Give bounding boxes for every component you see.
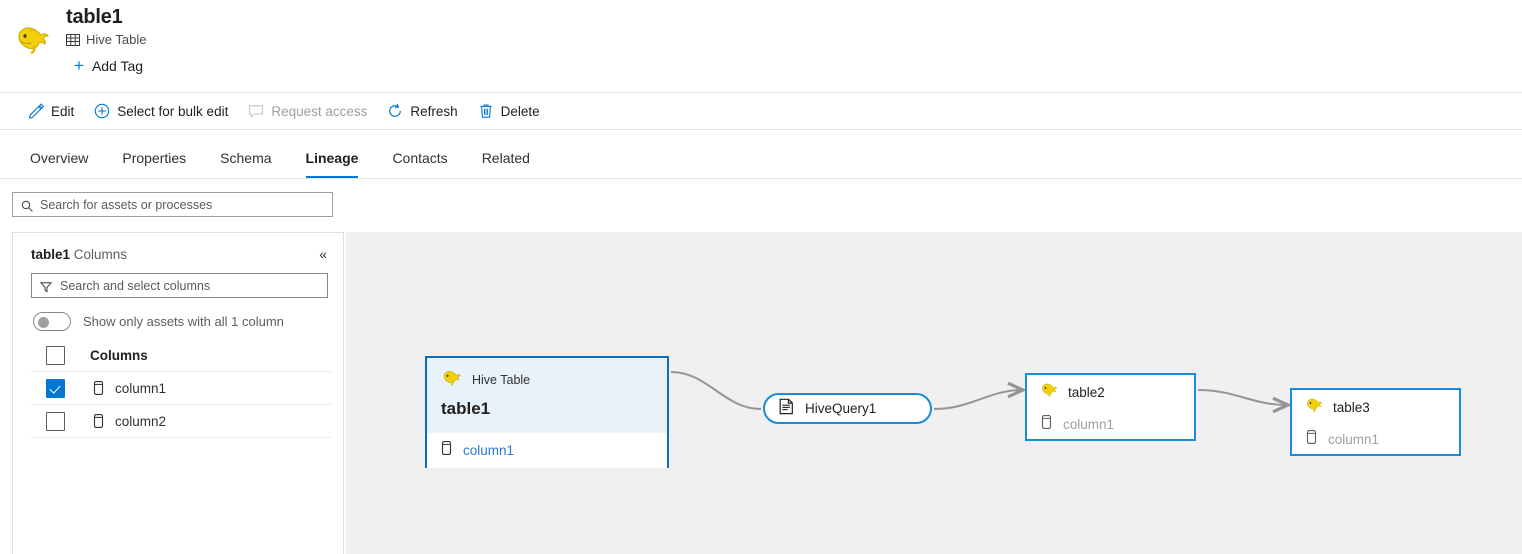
lineage-canvas[interactable]: Hive Table table1 column1 Hiv [346,232,1522,554]
request-access-label: Request access [271,103,368,119]
column-icon [1041,414,1052,434]
edit-button[interactable]: Edit [18,93,84,129]
lineage-node-table2-column-name: column1 [1063,416,1115,432]
lineage-node-table3-name: table3 [1333,399,1370,415]
column-name: column2 [115,413,167,429]
tab-lineage[interactable]: Lineage [294,150,371,178]
lineage-node-table2-column-row[interactable]: column1 [1027,409,1194,439]
lineage-node-table3[interactable]: table3 column1 [1290,388,1461,456]
select-for-bulk-edit-label: Select for bulk edit [117,103,229,119]
comment-icon [248,103,264,119]
toggle-knob [38,317,49,328]
select-all-columns-checkbox[interactable] [46,346,65,365]
refresh-icon [387,103,403,119]
tab-related[interactable]: Related [470,150,542,178]
columns-panel-title-asset: table1 [31,246,71,262]
hive-elephant-logo-icon [441,368,463,392]
tab-overview[interactable]: Overview [18,150,100,178]
lineage-edges [670,371,1522,554]
lineage-node-table2[interactable]: table2 column1 [1025,373,1196,441]
lineage-node-table2-name: table2 [1068,384,1105,400]
tab-overview-label: Overview [30,150,89,166]
lineage-node-table3-column-name: column1 [1328,431,1380,447]
plus-icon: + [74,56,84,75]
search-icon [21,199,33,212]
edge-table2-table3 [1197,389,1287,405]
list-item[interactable]: column2 [31,405,331,438]
lineage-node-table2-header: table2 [1027,375,1194,409]
column-filter-placeholder: Search and select columns [60,278,211,293]
show-only-assets-toggle-label: Show only assets with all 1 column [83,314,284,329]
edge-table1-hivequery1 [670,371,762,410]
circle-plus-icon [94,103,110,119]
column-icon [93,381,104,395]
page-title: table1 [66,6,123,28]
tab-properties-label: Properties [122,150,187,166]
column-name: column1 [115,380,167,396]
pencil-icon [28,103,45,119]
tab-contacts[interactable]: Contacts [380,150,459,178]
columns-panel: table1 Columns « Search and select colum… [12,232,344,554]
delete-button[interactable]: Delete [468,93,550,129]
add-tag-label: Add Tag [91,58,144,74]
column-icon [93,414,104,428]
lineage-node-table1-name: table1 [441,399,491,418]
lineage-node-hivequery1-name: HiveQuery1 [805,401,877,416]
tab-bar: Overview Properties Schema Lineage Conta… [0,131,1522,179]
hive-elephant-logo-icon [1305,396,1324,418]
tab-properties[interactable]: Properties [110,150,198,178]
asset-header: table1 Hive Table + Add Tag [0,0,1522,92]
columns-list-header-label: Columns [90,348,148,363]
columns-list: Columns column1 column2 [31,340,331,438]
delete-label: Delete [500,103,540,119]
columns-list-header-row: Columns [31,340,331,372]
show-only-assets-toggle[interactable] [33,312,71,331]
search-placeholder: Search for assets or processes [40,197,213,212]
request-access-button[interactable]: Request access [238,93,377,129]
trash-icon [478,103,494,119]
table-grid-icon [66,33,80,47]
tab-related-label: Related [481,150,530,166]
lineage-node-table1-header: Hive Table table1 [427,358,667,433]
tab-schema[interactable]: Schema [208,150,283,178]
tab-schema-label: Schema [220,150,272,166]
column-checkbox-column1[interactable] [46,378,65,398]
columns-panel-header: table1 Columns « [31,245,331,263]
command-bar: Edit Select for bulk edit Request access [0,92,1522,130]
column-checkbox-column2[interactable] [46,411,65,431]
tab-lineage-label: Lineage [305,150,359,166]
lineage-node-table1-type: Hive Table [441,368,653,392]
lineage-node-table1-type-label: Hive Table [472,373,531,387]
chevron-double-left-icon[interactable]: « [319,246,327,262]
select-for-bulk-edit-button[interactable]: Select for bulk edit [84,93,238,129]
hive-elephant-logo-icon [1040,381,1059,403]
add-tag-button[interactable]: + Add Tag [74,56,144,75]
search-input[interactable]: Search for assets or processes [12,192,333,217]
refresh-label: Refresh [410,103,458,119]
columns-panel-title: table1 Columns [31,247,127,262]
column-icon [1306,429,1317,449]
lineage-node-hivequery1[interactable]: HiveQuery1 [763,393,932,424]
hive-elephant-logo-icon [14,22,52,56]
tab-contacts-label: Contacts [392,150,448,166]
lineage-node-table1-column-row[interactable]: column1 [427,433,667,468]
filter-funnel-icon [39,280,53,292]
show-only-assets-toggle-row: Show only assets with all 1 column [33,312,284,331]
lineage-node-table1-column-name: column1 [463,443,515,458]
lineage-search-row: Search for assets or processes [0,180,1522,232]
asset-type-label: Hive Table [86,32,147,47]
lineage-node-table1[interactable]: Hive Table table1 column1 [425,356,669,468]
columns-panel-title-suffix: Columns [70,246,128,262]
edit-label: Edit [51,103,75,119]
process-document-icon [778,398,795,420]
column-icon [441,441,452,460]
refresh-button[interactable]: Refresh [377,93,467,129]
edge-hivequery1-table2 [933,390,1022,410]
asset-type: Hive Table [66,32,146,47]
lineage-node-table3-header: table3 [1292,390,1459,424]
lineage-node-table3-column-row[interactable]: column1 [1292,424,1459,454]
list-item[interactable]: column1 [31,372,331,405]
column-filter-input[interactable]: Search and select columns [31,273,328,298]
